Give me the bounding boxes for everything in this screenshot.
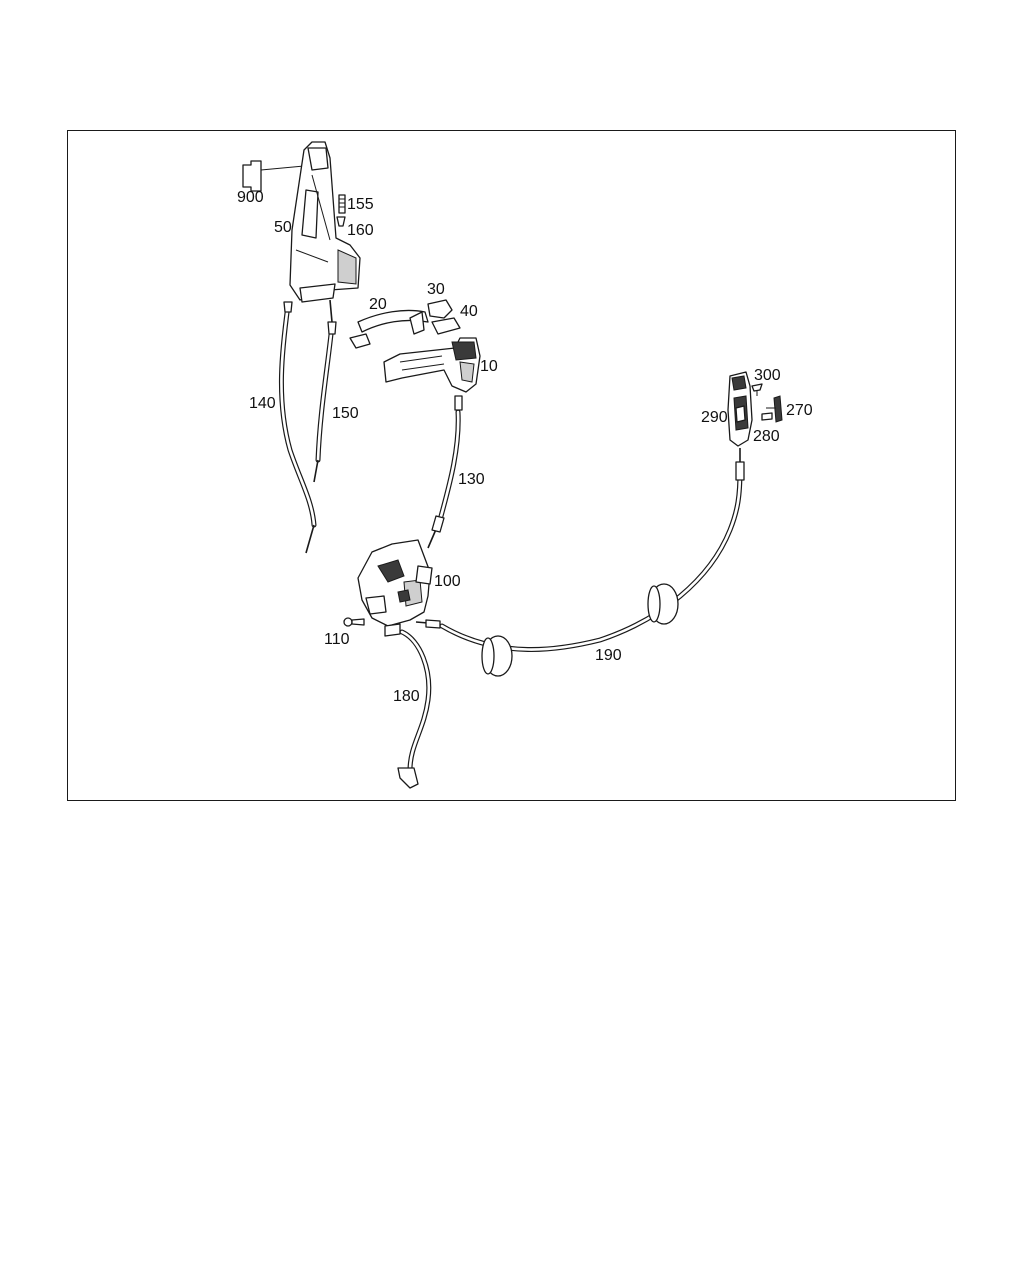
- part-20-door-handle: [349, 309, 429, 349]
- cable-150: [313, 299, 337, 483]
- label-10: 10: [480, 358, 498, 375]
- part-300-screw: [751, 383, 763, 396]
- part-110-screw: [343, 617, 365, 627]
- label-20: 20: [369, 296, 387, 313]
- part-100-door-lock: [357, 539, 433, 627]
- part-50-carrier: [289, 141, 361, 303]
- label-130: 130: [458, 471, 485, 488]
- label-190: 190: [595, 647, 622, 664]
- label-160: 160: [347, 222, 374, 239]
- part-10-handle-support: [383, 337, 481, 393]
- label-155: 155: [347, 196, 374, 213]
- cable-140: [278, 301, 317, 554]
- label-280: 280: [753, 428, 780, 445]
- label-140: 140: [249, 395, 276, 412]
- label-40: 40: [460, 303, 478, 320]
- part-900-connector: [242, 160, 305, 192]
- part-30-cap: [427, 299, 453, 319]
- part-160-pin: [336, 216, 346, 227]
- part-280-screw: [761, 412, 773, 421]
- part-155-spring: [338, 194, 346, 214]
- cable-130: [427, 395, 463, 549]
- label-290: 290: [701, 409, 728, 426]
- part-40-trim: [431, 317, 461, 335]
- label-100: 100: [434, 573, 461, 590]
- part-290-rear-handle: [727, 371, 753, 447]
- part-270-cover: [766, 395, 783, 423]
- cable-190: [415, 448, 745, 677]
- label-270: 270: [786, 402, 813, 419]
- label-180: 180: [393, 688, 420, 705]
- diagram-frame: [67, 130, 956, 801]
- label-110: 110: [324, 631, 350, 648]
- label-150: 150: [332, 405, 359, 422]
- label-900: 900: [237, 189, 264, 206]
- label-30: 30: [427, 281, 445, 298]
- label-300: 300: [754, 367, 781, 384]
- cable-180: [384, 623, 432, 789]
- label-50: 50: [274, 219, 292, 236]
